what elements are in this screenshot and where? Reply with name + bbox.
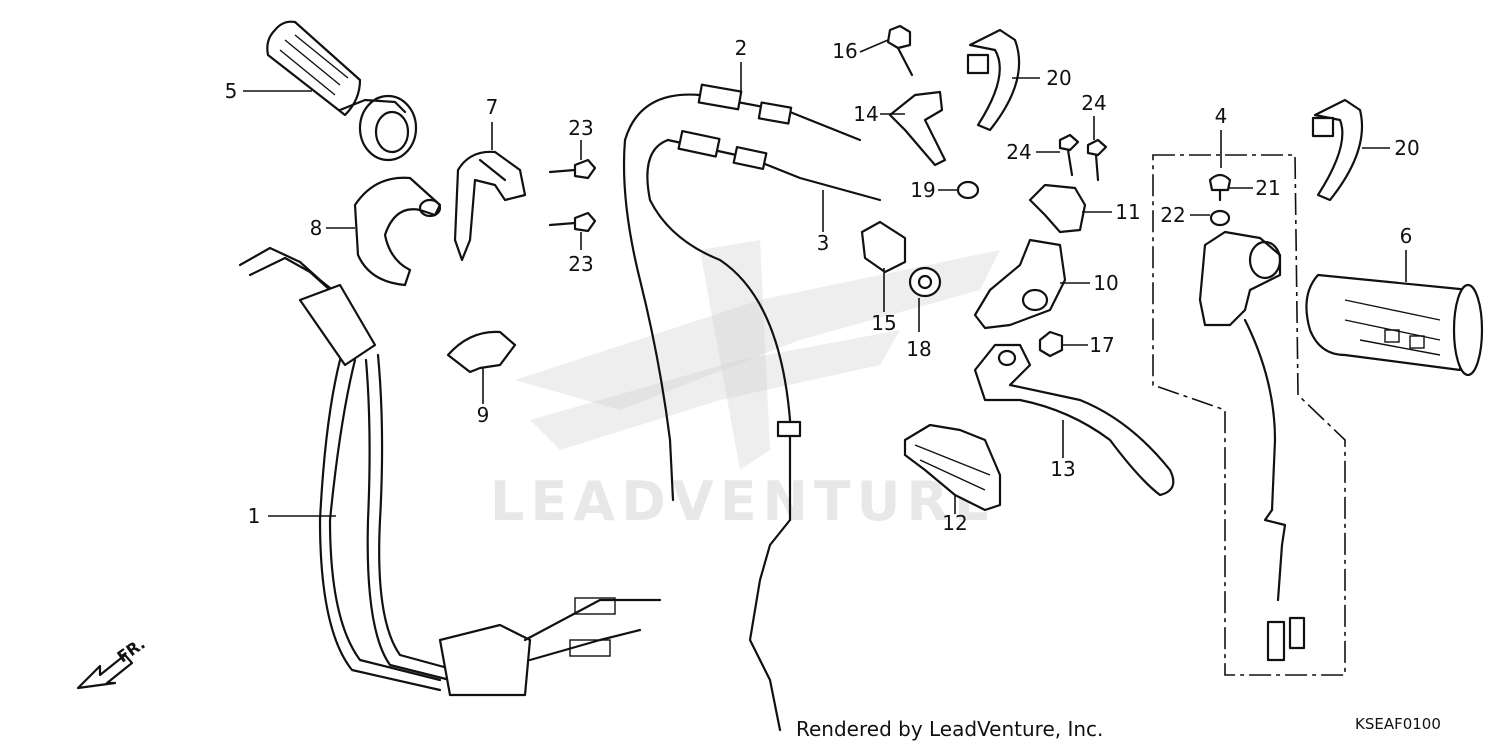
callout-12: 12 [942, 511, 967, 535]
throttle-housing-upper [453, 150, 527, 262]
callout-9: 9 [477, 403, 490, 427]
cable-guide [446, 330, 517, 374]
callout-6: 6 [1400, 224, 1413, 248]
clutch-cable-lower [646, 129, 882, 732]
callout-20a: 20 [1046, 66, 1071, 90]
throttle-grip [266, 20, 418, 162]
callout-24b: 24 [1081, 91, 1106, 115]
callout-22: 22 [1160, 203, 1185, 227]
callout-17: 17 [1089, 333, 1114, 357]
callout-labels: 1 2 3 4 5 6 7 8 9 10 11 12 13 14 15 16 1… [225, 36, 1420, 535]
watermark-text: LEADVENTURE [490, 470, 997, 533]
callout-11: 11 [1115, 200, 1140, 224]
callout-8: 8 [310, 216, 323, 240]
left-grip [1305, 273, 1484, 377]
callout-18: 18 [906, 337, 931, 361]
leader-lines [243, 39, 1407, 517]
front-arrow: FR. [76, 634, 149, 690]
callout-4: 4 [1215, 104, 1228, 128]
callout-21: 21 [1255, 176, 1280, 200]
callout-23a: 23 [568, 116, 593, 140]
bolt-24a [1058, 133, 1080, 177]
lever-holder [973, 238, 1067, 330]
engine-stop-switch [1198, 230, 1306, 662]
callout-14: 14 [853, 102, 878, 126]
cable-tie-right [1311, 98, 1364, 202]
clutch-lever [973, 343, 1175, 497]
cable-tie-left [966, 28, 1021, 132]
screw-21 [1208, 173, 1232, 202]
throttle-housing-lower [353, 176, 442, 287]
nut-17 [1038, 330, 1064, 358]
callout-7: 7 [486, 95, 499, 119]
washer-19 [956, 180, 980, 200]
callout-19: 19 [910, 178, 935, 202]
washer-22 [1209, 209, 1231, 227]
screw-23b [548, 211, 597, 233]
render-credit: Rendered by LeadVenture, Inc. [796, 717, 1104, 741]
callout-2: 2 [735, 36, 748, 60]
screw-23a [548, 158, 597, 180]
callout-10: 10 [1093, 271, 1118, 295]
callout-13: 13 [1050, 457, 1075, 481]
locknut-18 [908, 266, 942, 298]
callout-24a: 24 [1006, 140, 1031, 164]
switch-assy-outline [1152, 154, 1346, 676]
callout-16: 16 [832, 39, 857, 63]
diagram-code: KSEAF0100 [1355, 715, 1441, 733]
arrow-icon [76, 653, 134, 690]
callout-5: 5 [225, 79, 238, 103]
clamp-11 [1028, 183, 1087, 234]
adjuster-15 [860, 220, 907, 274]
callout-23b: 23 [568, 252, 593, 276]
throttle-cable-assy [238, 246, 662, 697]
bolt-16 [886, 24, 914, 77]
lever-bracket [888, 90, 947, 167]
clutch-cable-upper [622, 83, 862, 502]
callout-20b: 20 [1394, 136, 1419, 160]
callout-3: 3 [817, 231, 830, 255]
lever-cover [903, 423, 1002, 512]
watermark: LEADVENTURE [490, 240, 1000, 533]
bolt-24b [1086, 138, 1108, 182]
callout-1: 1 [248, 504, 261, 528]
callout-15: 15 [871, 311, 896, 335]
